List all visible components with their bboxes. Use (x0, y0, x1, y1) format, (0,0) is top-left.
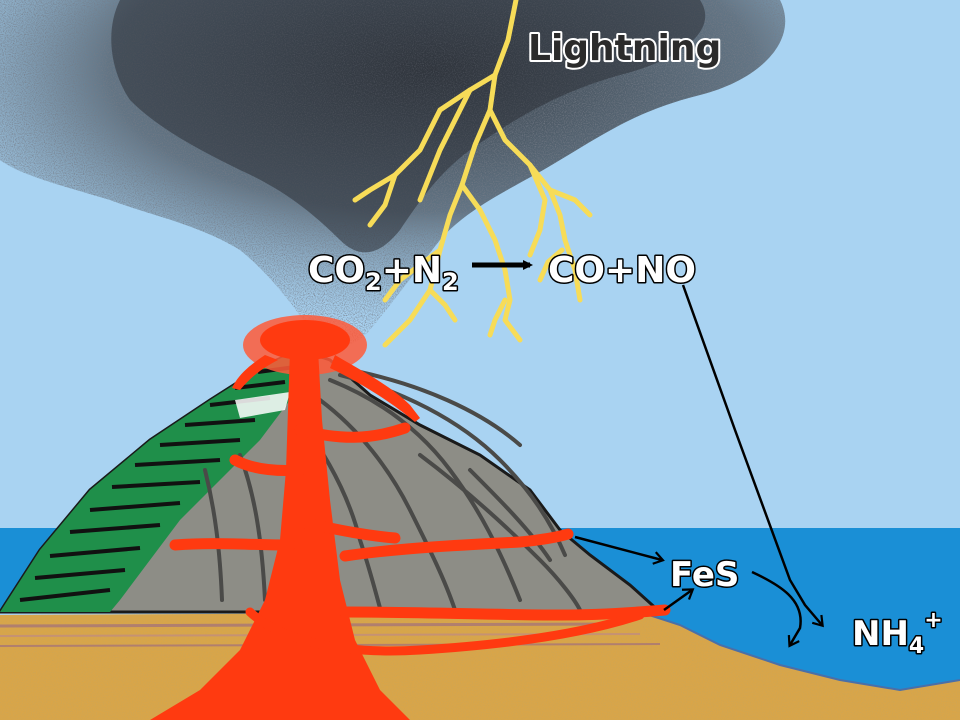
ammonium-base: NH (852, 614, 909, 654)
reactant-n2-base: N (412, 250, 442, 291)
plus-sign: + (382, 250, 412, 291)
reactant-co2-base: CO (308, 250, 365, 291)
reactant-n2-subscript: 2 (442, 268, 459, 296)
reaction-products: CO+NO (548, 250, 696, 291)
lava-to-fes-arrow-upper (574, 535, 665, 565)
lava-to-fes-arrow-lower (663, 588, 695, 612)
reaction-arrows (472, 260, 824, 648)
ammonium-label: NH4+ (852, 608, 943, 659)
lava-channels (169, 422, 671, 656)
fes-to-nh4-arrow (751, 570, 802, 648)
reaction-equation: CO2+N2 CO+NO (307, 249, 698, 298)
reactant-co2-subscript: 2 (365, 268, 382, 296)
svg-text:CO2+N2: CO2+N2 (308, 250, 459, 296)
ammonium-superscript: + (924, 608, 942, 633)
fes-label: FeS (670, 555, 739, 595)
ash-cloud-icon (0, 0, 786, 346)
lightning-label: Lightning (528, 28, 721, 69)
ammonium-subscript: 4 (909, 634, 924, 659)
lightning-bolt-icon (352, 0, 593, 348)
lava-flow (150, 315, 420, 720)
no-to-nh4-arrow (681, 284, 824, 628)
